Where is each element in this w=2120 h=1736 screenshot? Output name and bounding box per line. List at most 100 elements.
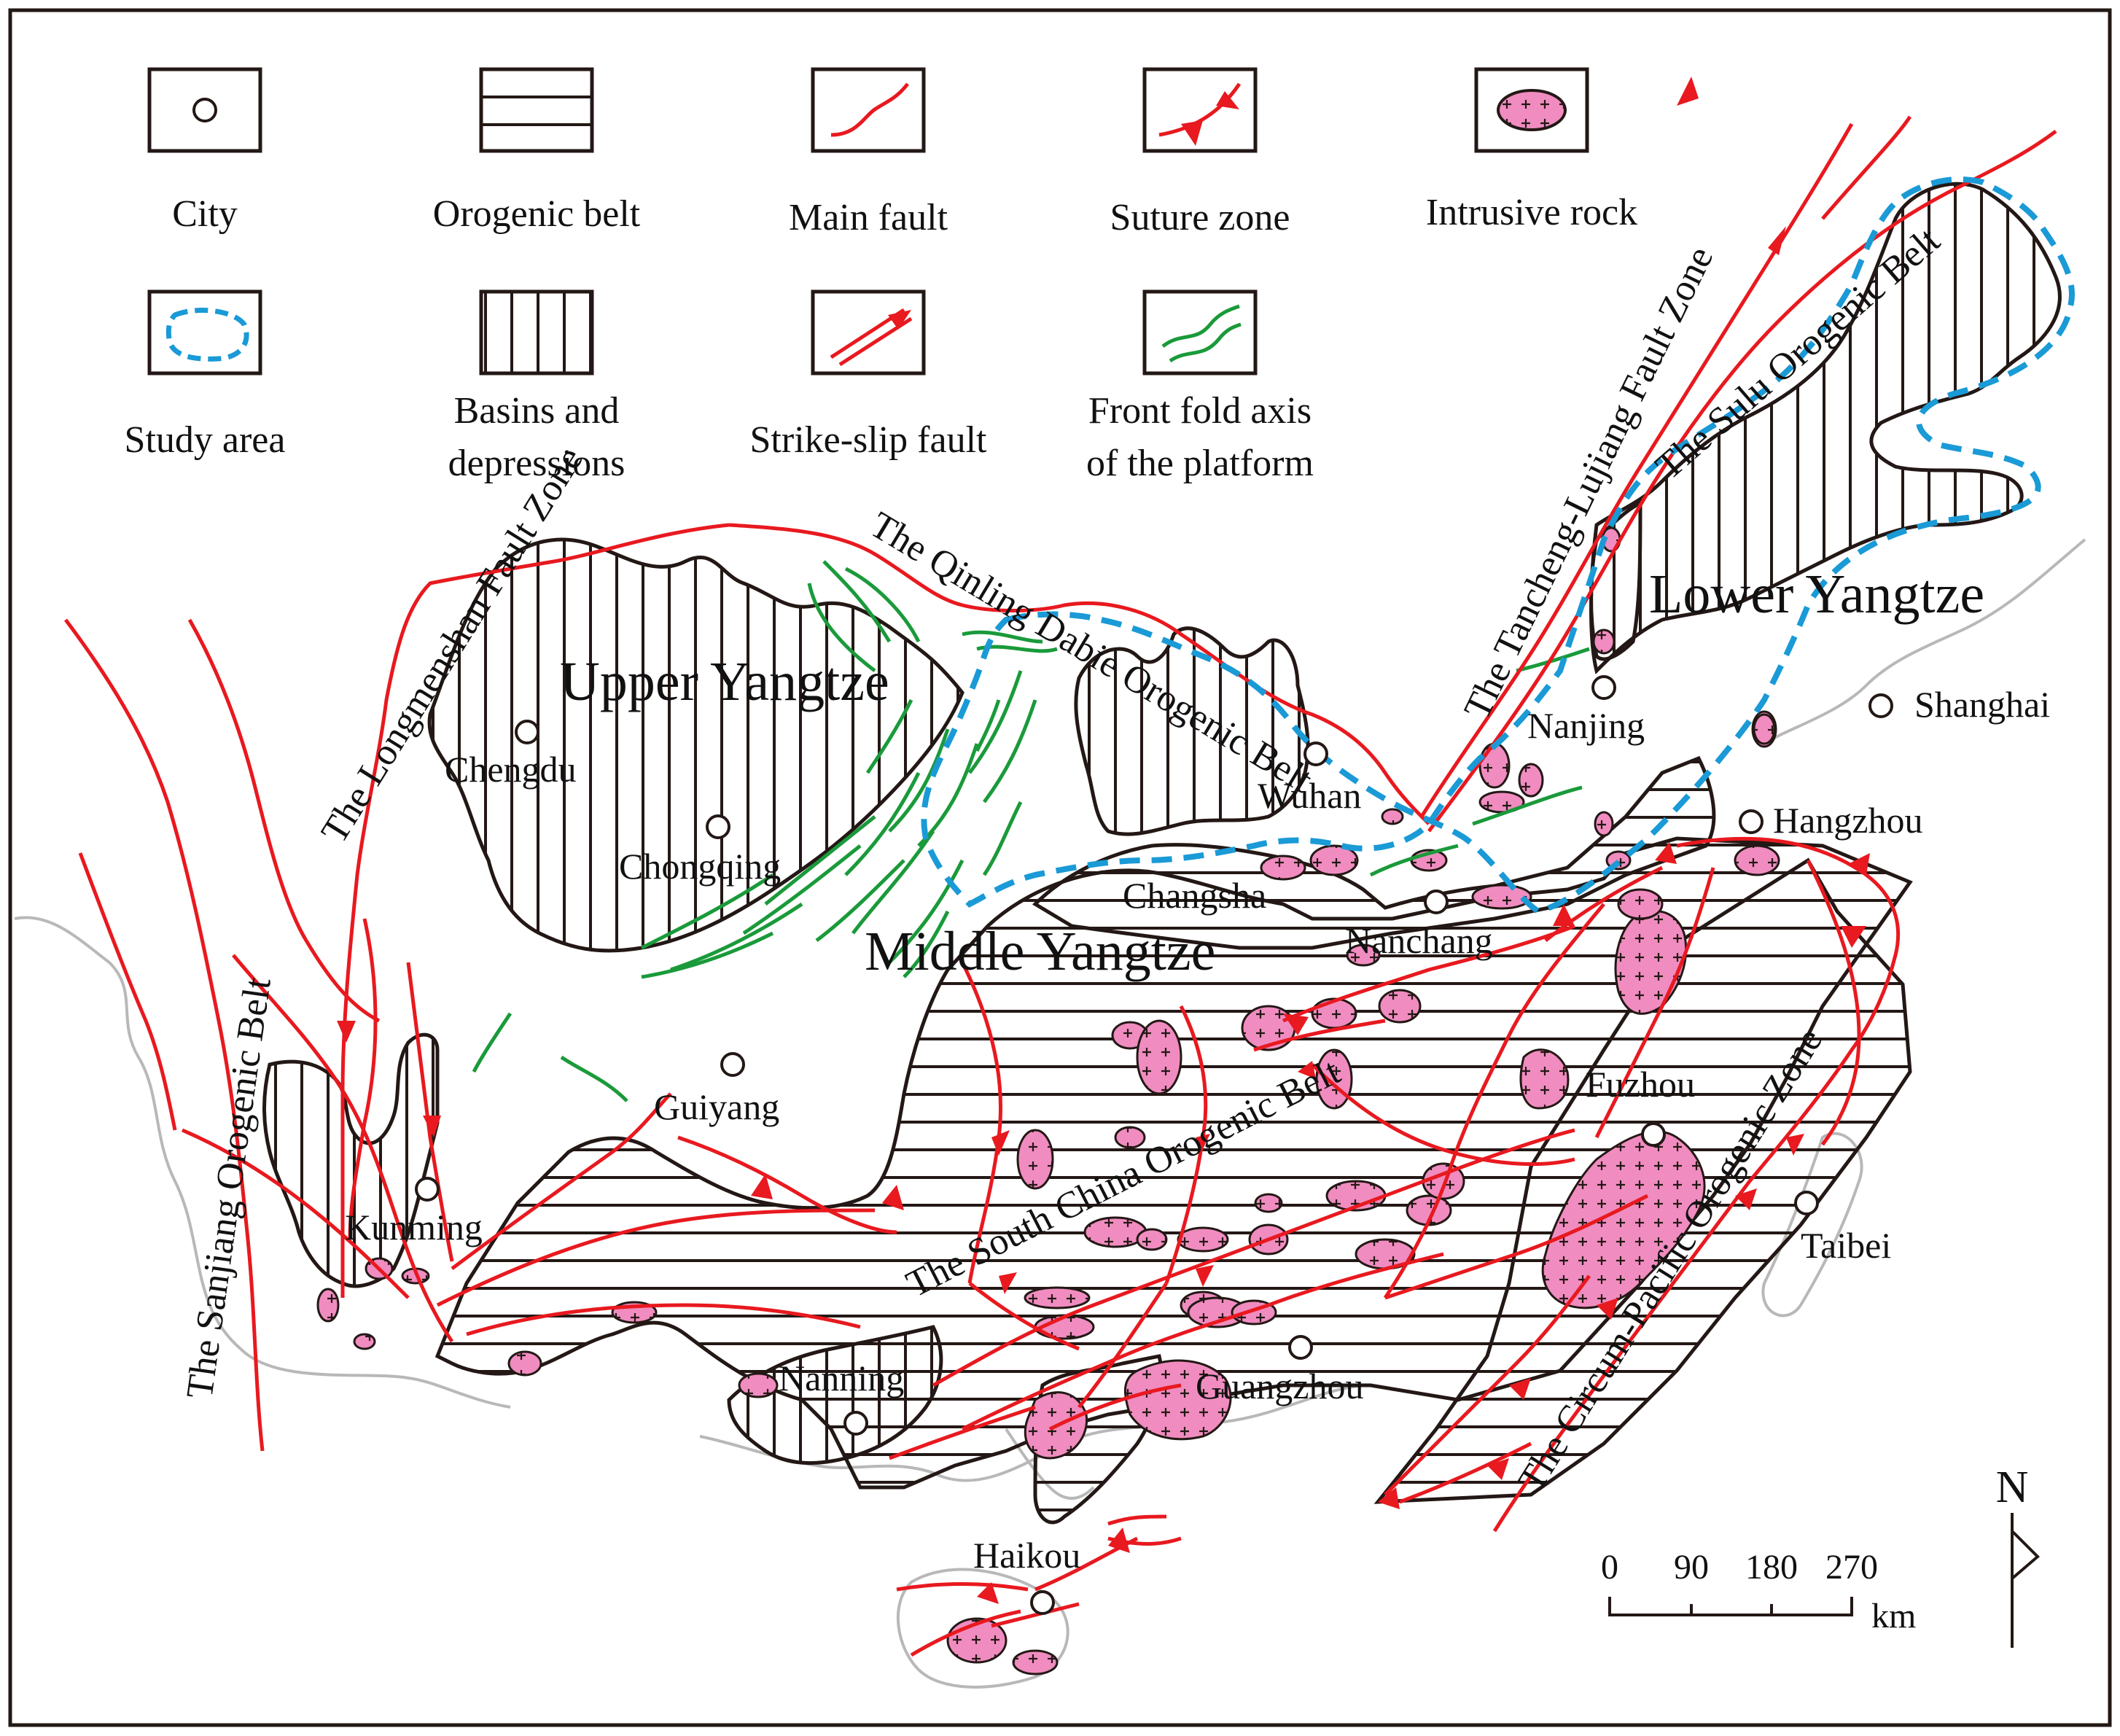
city-label-fuzhou: Fuzhou: [1586, 1064, 1695, 1105]
qinling-fault: [728, 523, 1430, 825]
city-marker: [1739, 809, 1764, 834]
legend: City Orogenic belt Main fault Suture zon…: [125, 67, 1637, 484]
suture-triangle-icon: [882, 1185, 904, 1210]
longmenshan-fault: [340, 523, 730, 1298]
coastline: [14, 538, 2086, 1689]
suture-triangle-icon: [1655, 842, 1677, 864]
strike-slip-arrow-icon: [337, 1021, 356, 1043]
city-label-nanchang: Nanchang: [1345, 920, 1493, 961]
suture-triangle-icon: [1181, 91, 1239, 146]
fold-axis-symbol: [1161, 304, 1242, 363]
suture-triangle-icon: [991, 1130, 1010, 1156]
city-label-changsha: Changsha: [1123, 875, 1266, 916]
city-marker: [415, 1177, 440, 1202]
suture-triangle-icon: [1487, 1458, 1509, 1480]
city-marker: [1424, 890, 1449, 914]
scale-unit: km: [1871, 1597, 1916, 1635]
legend-box-basins: [479, 289, 594, 375]
legend-label-basins-line2: depressions: [448, 443, 626, 484]
scale-tick-90: 90: [1674, 1548, 1709, 1587]
suture-triangle-icon: [1196, 1134, 1210, 1152]
legend-label-city: City: [172, 193, 238, 235]
suture-triangle-icon: [751, 1174, 773, 1199]
city-marker: [706, 814, 730, 839]
city-labels: Shanghai Nanjing Wuhan Hangzhou Chengdu …: [345, 684, 2050, 1576]
legend-label-fold-line2: of the platform: [1086, 443, 1314, 484]
suture-triangle-icon: [1509, 1378, 1531, 1400]
legend-label-basins-line1: Basins and: [454, 390, 620, 432]
main-fault-symbol: [830, 82, 909, 137]
strike-slip-arrow-icon: [423, 1116, 441, 1137]
north-arrow-icon: N: [1996, 1463, 2040, 1648]
suture-triangle-icon: [977, 1582, 999, 1604]
city-marker: [1303, 742, 1328, 766]
city-label-shanghai: Shanghai: [1914, 684, 2050, 725]
city-label-nanning: Nanning: [779, 1358, 904, 1398]
nanning-basin: [727, 1325, 943, 1465]
city-label-taibei: Taibei: [1801, 1225, 1891, 1266]
middle-yangtze-orogenic-belt: [1032, 755, 1716, 950]
suture-triangle-icon: [1848, 853, 1870, 875]
legend-label-intrusive-rock: Intrusive rock: [1426, 192, 1637, 233]
city-label-hangzhou: Hangzhou: [1773, 800, 1923, 841]
suture-triangle-icon: [1378, 1487, 1400, 1509]
north-label: N: [1996, 1463, 2029, 1512]
legend-label-orogenic-belt: Orogenic belt: [433, 193, 641, 235]
city-label-chengdu: Chengdu: [445, 749, 577, 790]
city-symbol: [192, 98, 217, 122]
strike-slip-arrow-icon: [1768, 226, 1786, 255]
region-labels: Upper Yangtze Middle Yangtze Lower Yangt…: [560, 564, 1984, 982]
legend-label-strike-slip: Strike-slip fault: [750, 419, 988, 461]
study-area-boundary: [921, 176, 2075, 915]
legend-label-fold-line1: Front fold axis: [1088, 390, 1312, 432]
strike-slip-arrow-icon: [1677, 77, 1699, 106]
legend-box-suture-zone: [1142, 67, 1258, 153]
city-label-nanjing: Nanjing: [1527, 705, 1645, 746]
city-label-kunming: Kunming: [345, 1207, 483, 1247]
scale-tick-0: 0: [1601, 1548, 1618, 1587]
city-label-guiyang: Guiyang: [654, 1086, 779, 1127]
suture-triangle-icon: [1841, 926, 1866, 948]
suture-triangle-icon: [1108, 1527, 1130, 1553]
suture-triangle-icon: [1283, 1013, 1309, 1035]
suture-triangle-icon: [1196, 1265, 1214, 1287]
city-marker: [1641, 1122, 1666, 1147]
city-marker: [1288, 1335, 1313, 1360]
tancheng-fault-east: [1427, 129, 2057, 833]
region-label-lower-yangtze: Lower Yangtze: [1649, 564, 1984, 625]
lower-yangtze-basin: [1589, 182, 2062, 674]
fault-teeth: [337, 77, 1870, 1604]
tancheng-fault: [1419, 122, 1854, 818]
legend-box-orogenic-belt: [479, 67, 594, 153]
city-marker: [843, 1411, 868, 1436]
legend-label-study-area: Study area: [125, 419, 286, 461]
legend-box-main-fault: [811, 67, 926, 153]
suture-triangle-icon: [1735, 1188, 1757, 1210]
suture-triangle-icon: [999, 1272, 1017, 1294]
city-label-wuhan: Wuhan: [1258, 775, 1361, 816]
scale-tick-180: 180: [1745, 1548, 1798, 1587]
legend-label-main-fault: Main fault: [789, 197, 948, 238]
legend-box-study-area: [147, 289, 262, 375]
study-area-symbol: [165, 308, 249, 362]
city-marker: [1030, 1590, 1055, 1615]
hainan-outline: [896, 1568, 1069, 1689]
city-label-chongqing: Chongqing: [619, 846, 781, 887]
region-label-upper-yangtze: Upper Yangtze: [560, 651, 889, 712]
city-marker: [1794, 1191, 1819, 1215]
city-marker: [1591, 675, 1616, 700]
suture-triangle-icon: [1298, 1061, 1316, 1079]
sanjiang-fault: [63, 618, 265, 1452]
suture-triangle-icon: [1553, 904, 1575, 926]
scale-tick-270: 270: [1825, 1548, 1878, 1587]
suture-zone-symbol: [1158, 82, 1242, 137]
scale-bar: 0 90 180 270 km: [1601, 1548, 1916, 1635]
legend-label-suture-zone: Suture zone: [1110, 197, 1290, 238]
suture-triangle-icon: [1597, 1298, 1618, 1320]
city-marker: [720, 1052, 745, 1077]
city-label-guangzhou: Guangzhou: [1196, 1366, 1364, 1406]
intrusive-rock-symbol: [1497, 89, 1567, 131]
city-marker: [515, 720, 539, 744]
city-marker: [1868, 693, 1893, 718]
